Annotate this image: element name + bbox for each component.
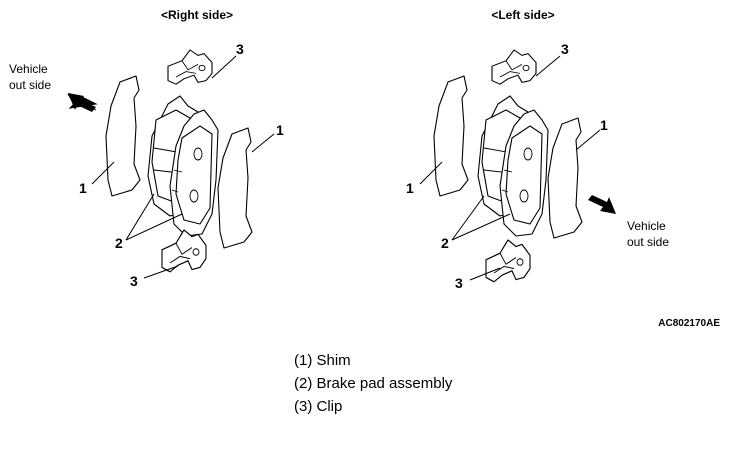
left-bottom-clip [485,239,531,283]
left-inner-shim [433,75,469,197]
right-side-header: <Right side> [161,8,233,22]
left-callout-shim-outer: 1 [600,117,608,133]
arrow-icon [68,93,96,112]
left-callout-clip-bottom: 3 [455,275,463,291]
left-side-header: <Left side> [491,8,554,22]
right-callout-clip-top: 3 [236,41,244,57]
legend-item-clip: (3) Clip [294,398,343,415]
right-outer-shim [105,75,141,197]
left-vehicle-outside-line2: out side [627,235,669,249]
right-top-clip [167,49,213,85]
right-inner-shim [217,127,253,249]
right-vehicle-outside-line2: out side [9,78,51,92]
parts-legend: (1) Shim (2) Brake pad assembly (3) Clip [294,349,452,418]
right-vehicle-outside-line1: Vehicle [9,62,48,76]
right-brake-pads [147,95,219,237]
left-side-assembly: Vehicle out side 3 1 2 1 3 [406,41,669,291]
left-brake-pads [477,95,549,237]
right-callout-pad: 2 [115,235,123,251]
left-vehicle-outside-line1: Vehicle [627,219,666,233]
right-callout-shim-outer: 1 [79,180,87,196]
arrow-icon [588,195,616,214]
right-bottom-clip [161,229,207,273]
left-outer-shim [547,117,583,239]
figure-code: AC802170AE [658,318,720,329]
right-callout-clip-bottom: 3 [130,273,138,289]
legend-item-brake-pad: (2) Brake pad assembly [294,375,453,392]
legend-item-shim: (1) Shim [294,352,351,369]
right-side-assembly: Vehicle out side 3 1 2 1 3 [9,41,284,289]
right-callout-shim-inner: 1 [276,122,284,138]
left-top-clip [491,49,537,85]
left-callout-clip-top: 3 [561,41,569,57]
left-callout-shim-inner: 1 [406,180,414,196]
left-callout-pad: 2 [441,235,449,251]
